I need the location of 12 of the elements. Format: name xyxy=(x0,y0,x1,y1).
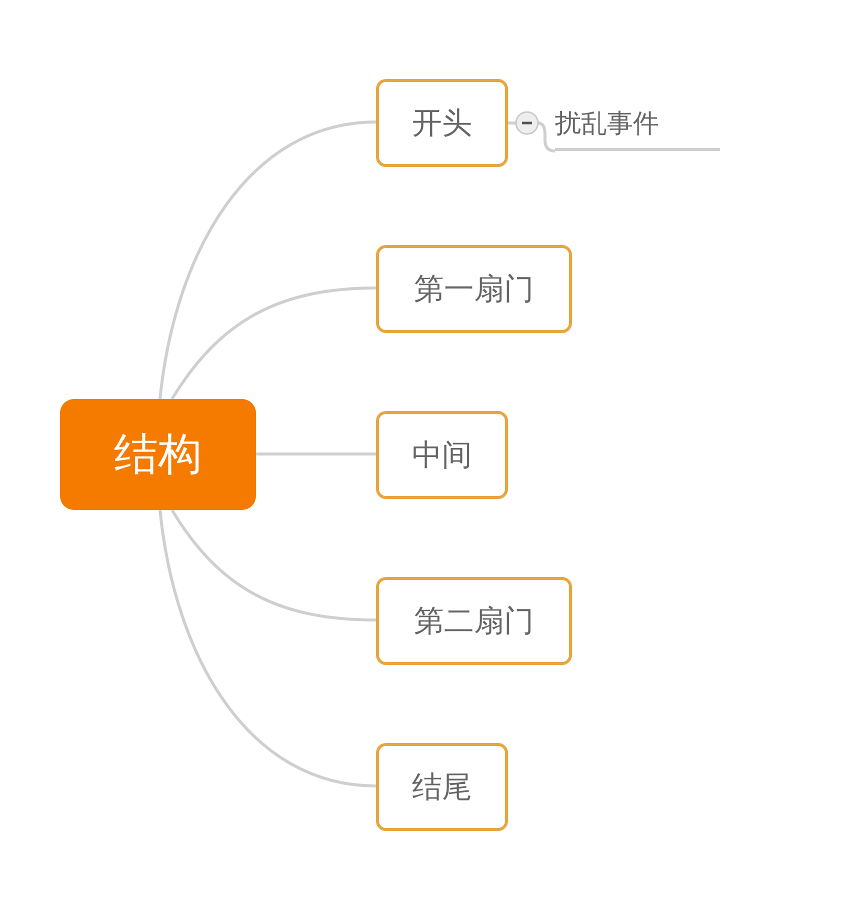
connector-line xyxy=(256,452,376,456)
central-topic-box: 结构 xyxy=(60,399,256,510)
topic-box: 第一扇门 xyxy=(376,245,572,333)
topic-box: 结尾 xyxy=(376,743,508,831)
topic-box: 第二扇门 xyxy=(376,577,572,665)
connector-line xyxy=(158,510,376,788)
connector-line xyxy=(170,286,376,400)
connector-line xyxy=(170,509,376,622)
subtopic-label: 扰乱事件 xyxy=(555,100,720,151)
connector-line xyxy=(158,120,376,400)
topic-box: 中间 xyxy=(376,411,508,499)
topic-box: 开头 xyxy=(376,79,508,167)
